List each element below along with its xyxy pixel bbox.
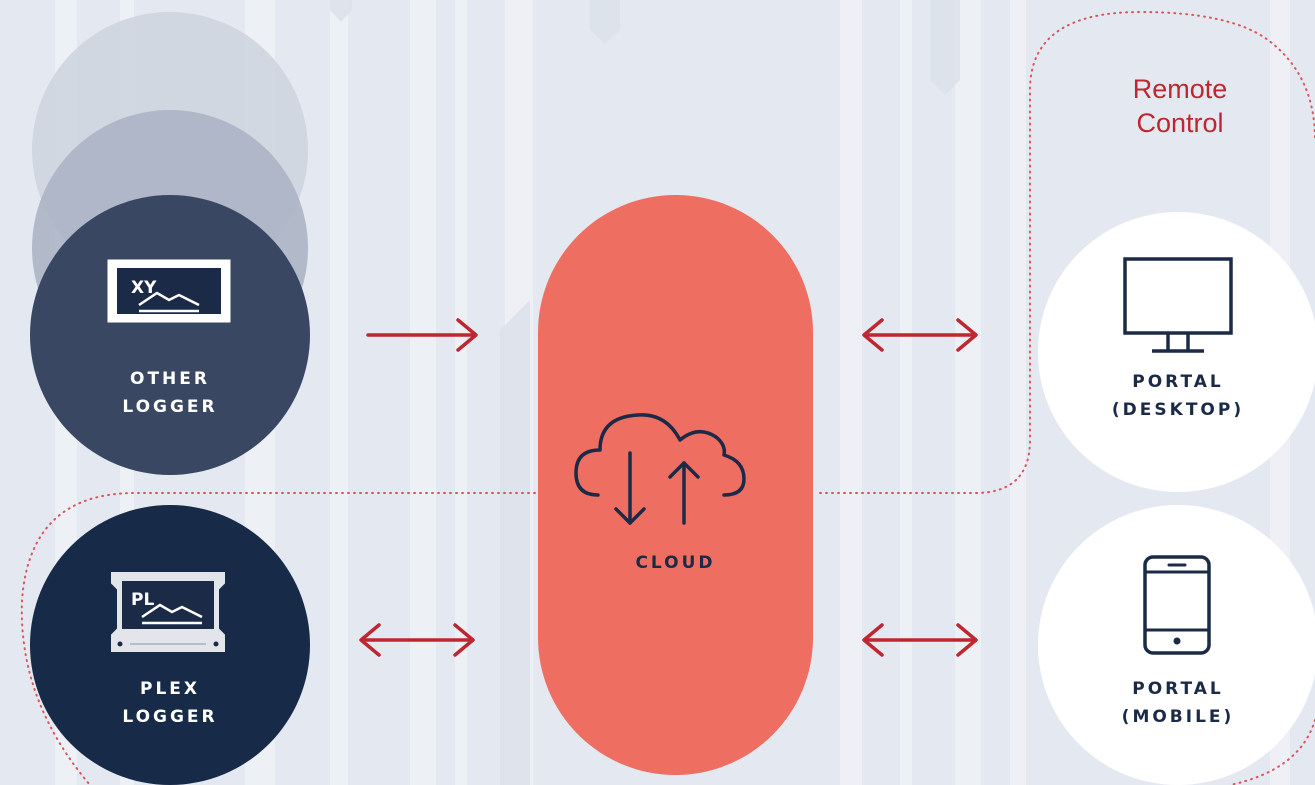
mobile-phone-icon [1143,555,1211,655]
portal-mobile-label: PORTAL (MOBILE) [1121,679,1235,727]
logger-monitor-icon: XY [107,259,231,323]
other-logger-node[interactable]: XY OTHER LOGGER [30,195,310,475]
cloud-node[interactable]: CLOUD [538,195,813,775]
plex-logger-badge: PL [131,590,154,610]
portal-desktop-node[interactable]: PORTAL (DESKTOP) [1038,212,1315,492]
cloud-label: CLOUD [635,553,716,573]
other-logger-label: OTHER LOGGER [122,369,218,417]
plex-logger-label: PLEX LOGGER [122,679,218,727]
arrow-cloud-desktop-bidirectional [862,318,978,352]
cloud-sync-icon [574,413,746,525]
desktop-monitor-icon [1123,257,1233,353]
portal-desktop-label: PORTAL (DESKTOP) [1111,372,1245,420]
plex-logger-device-icon: PL [111,572,225,652]
other-logger-badge: XY [131,278,157,298]
arrow-other-logger-to-cloud [366,318,478,352]
portal-mobile-node[interactable]: PORTAL (MOBILE) [1038,505,1315,785]
arrow-cloud-mobile-bidirectional [862,623,978,657]
arrow-plex-logger-cloud-bidirectional [359,623,475,657]
remote-control-label: Remote Control [1132,74,1228,138]
plex-logger-node[interactable]: PL PLEX LOGGER [30,505,310,785]
